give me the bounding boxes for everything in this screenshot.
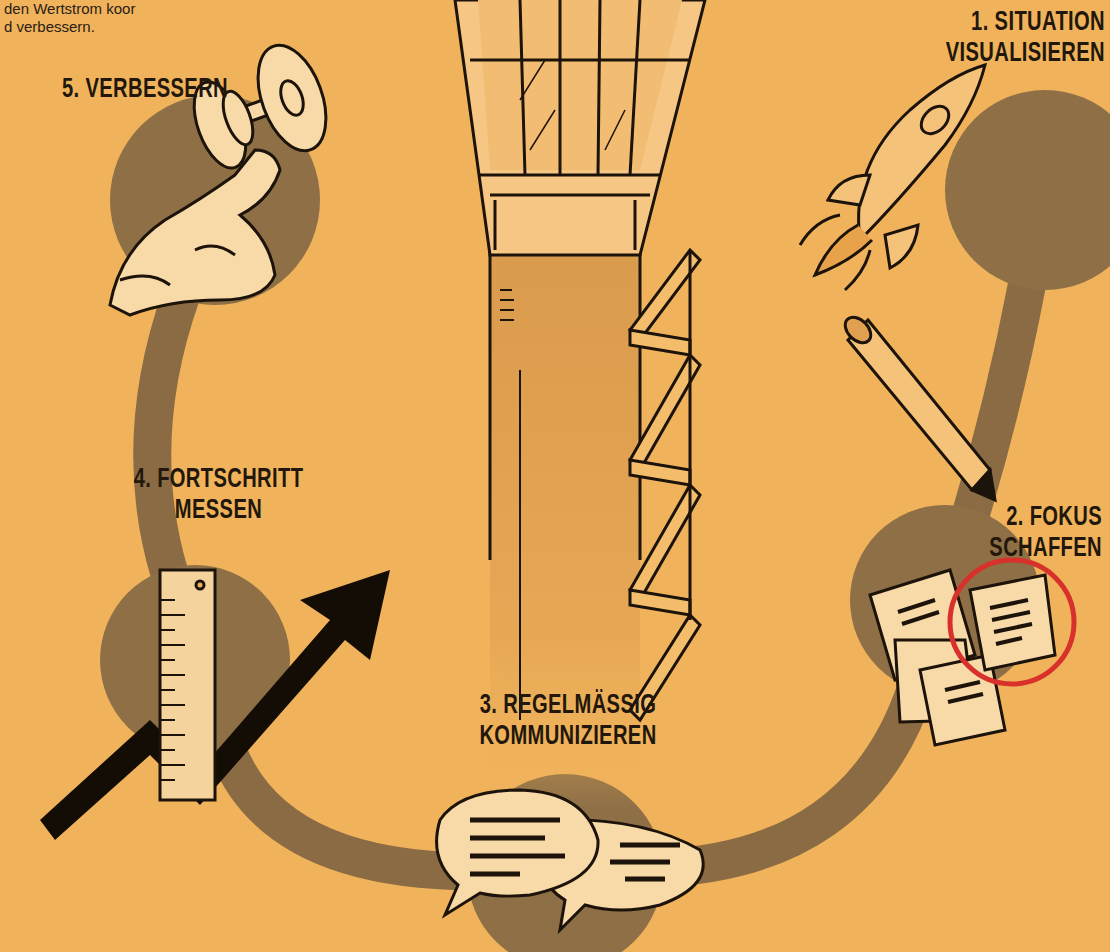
cycle-connector [971,284,1027,513]
tower-stairs [689,250,692,620]
tower-illustration [478,0,682,170]
tower-illustration [500,319,514,321]
tower-illustration [494,200,497,250]
tower-stairs [630,250,700,340]
rocket-icon [885,225,918,268]
tower-illustration [500,289,512,291]
intro-note: den Wertstrom koor d verbessern. [4,0,144,36]
rocket-icon [800,215,840,245]
circle-fill [945,90,1110,290]
tower-illustration [500,299,514,301]
tower-illustration [559,0,562,175]
tower-illustration [500,309,514,311]
pencil-icon [840,312,875,347]
tower-illustration [519,370,521,720]
cycle-connector [659,686,917,868]
ruler-icon [160,764,185,766]
tower-stairs [630,330,690,355]
circle-fill [110,95,320,305]
circle-fill [100,565,290,755]
step-circle: 4. FORTSCHRITT MESSEN [100,565,290,755]
paper-notes [948,694,983,702]
arm-dumbbell-icon [276,78,307,119]
tower-illustration [639,250,642,560]
tower-illustration [598,0,600,175]
tower-illustration [520,60,545,100]
tower-illustration [490,194,650,197]
rocket-icon [916,101,954,139]
tower-illustration [455,0,705,255]
tower-illustration [520,0,525,175]
tower-illustration [455,0,705,810]
tower-stairs [630,355,700,470]
pencil-icon [840,312,995,500]
rocket-icon [815,225,872,275]
circle-outline [110,95,320,305]
step-title: 2. FOKUS SCHAFFEN [976,500,1102,562]
step-circle: 3. REGELMÄSSIG KOMMUNIZIEREN [467,774,663,952]
pencil-icon [972,470,995,500]
tower-illustration [605,110,625,150]
tower-stairs [630,590,690,615]
step-title: 3. REGELMÄSSIG KOMMUNIZIEREN [460,688,676,750]
tower-illustration [630,0,640,175]
rocket-icon [828,175,870,205]
tower-stairs [630,250,700,720]
ruler-icon [160,779,175,781]
step-title: 1. SITUATION VISUALISIEREN [911,5,1105,67]
circle-outline [467,774,663,952]
tower-illustration [489,250,492,560]
step-circle: 5. VERBESSERN [110,95,320,305]
step-circle: 2. FOKUS SCHAFFEN [850,505,1040,695]
circle-outline [945,90,1110,290]
rocket-icon [845,250,870,290]
step-title: 5. VERBESSERN [62,72,278,103]
tower-illustration [530,110,555,150]
tower-illustration [634,200,637,250]
tower-stairs [630,485,700,600]
pencil-icon [848,320,990,490]
circle-outline [100,565,290,755]
tower-illustration [470,59,690,62]
tower-stairs [630,460,690,485]
step-title: 4. FORTSCHRITT MESSEN [115,462,320,524]
cycle-connector [226,746,471,872]
step-circle: 1. SITUATION VISUALISIEREN [945,90,1110,290]
tower-illustration [478,174,660,177]
circle-fill [467,774,663,952]
cycle-connector [152,295,181,573]
